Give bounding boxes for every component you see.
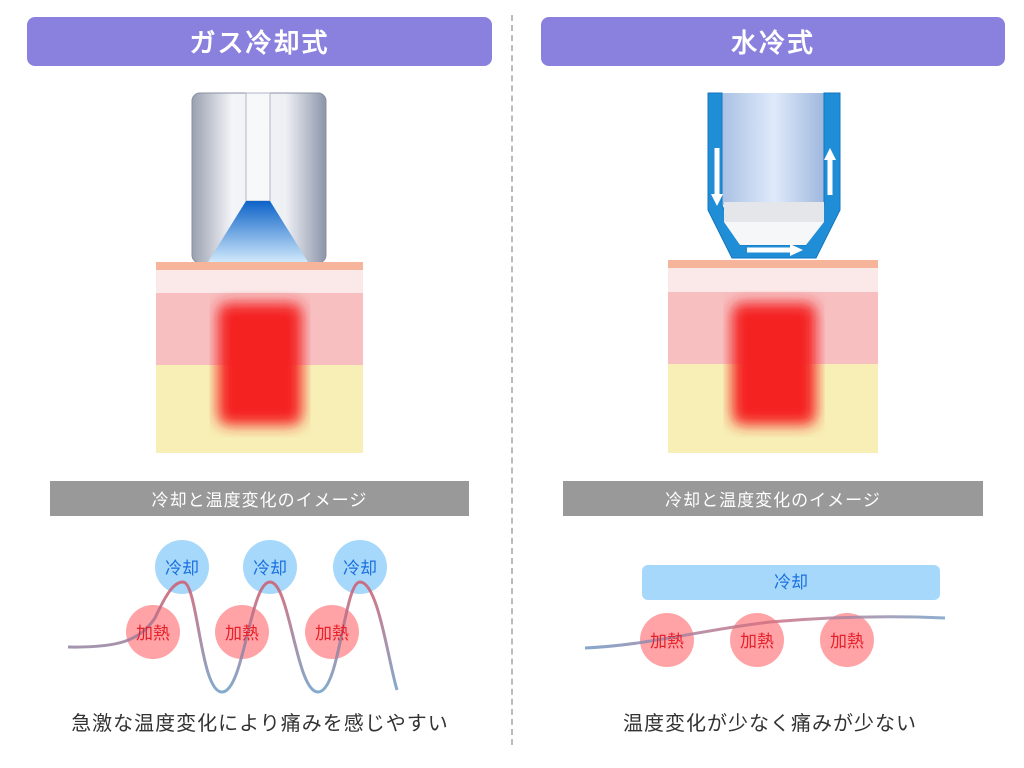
heat-label: 加熱 <box>740 632 774 652</box>
water-cooling-device <box>707 92 841 259</box>
water-cooling-title: 水冷式 <box>541 17 1005 66</box>
cool-marker <box>243 540 297 594</box>
heat-label: 加熱 <box>830 632 864 652</box>
chart-label-right: 冷却と温度変化のイメージ <box>563 481 983 516</box>
center-divider <box>511 15 513 745</box>
heat-label: 加熱 <box>315 624 349 644</box>
cool-band <box>642 565 940 600</box>
heat-label: 加熱 <box>225 624 259 644</box>
skin-layers-right <box>668 260 878 453</box>
heat-zone <box>218 303 302 425</box>
temperature-chart-right: 冷却 加熱 加熱 加熱 <box>584 565 946 667</box>
gas-cooling-device <box>191 92 327 264</box>
caption-right: 温度変化が少なく痛みが少ない <box>623 711 917 735</box>
heat-marker <box>215 605 269 659</box>
cool-label: 冷却 <box>165 559 199 579</box>
gas-cooling-title: ガス冷却式 <box>27 17 492 66</box>
cool-label: 冷却 <box>343 559 377 579</box>
caption-left: 急激な温度変化により痛みを感じやすい <box>71 711 449 735</box>
cool-marker <box>333 540 387 594</box>
heat-zone <box>732 303 816 425</box>
cool-marker <box>155 540 209 594</box>
heat-marker <box>126 605 180 659</box>
heat-marker <box>640 613 694 667</box>
heat-label: 加熱 <box>650 632 684 652</box>
chart-label-left: 冷却と温度変化のイメージ <box>50 481 469 516</box>
temperature-curve <box>67 580 399 694</box>
cool-label: 冷却 <box>253 559 287 579</box>
cool-label: 冷却 <box>774 573 808 593</box>
skin-layers-left <box>156 262 363 453</box>
temperature-chart-left: 冷却 冷却 冷却 加熱 加熱 加熱 <box>67 540 399 694</box>
heat-label: 加熱 <box>136 624 170 644</box>
heat-marker <box>820 613 874 667</box>
temperature-curve <box>584 615 946 650</box>
